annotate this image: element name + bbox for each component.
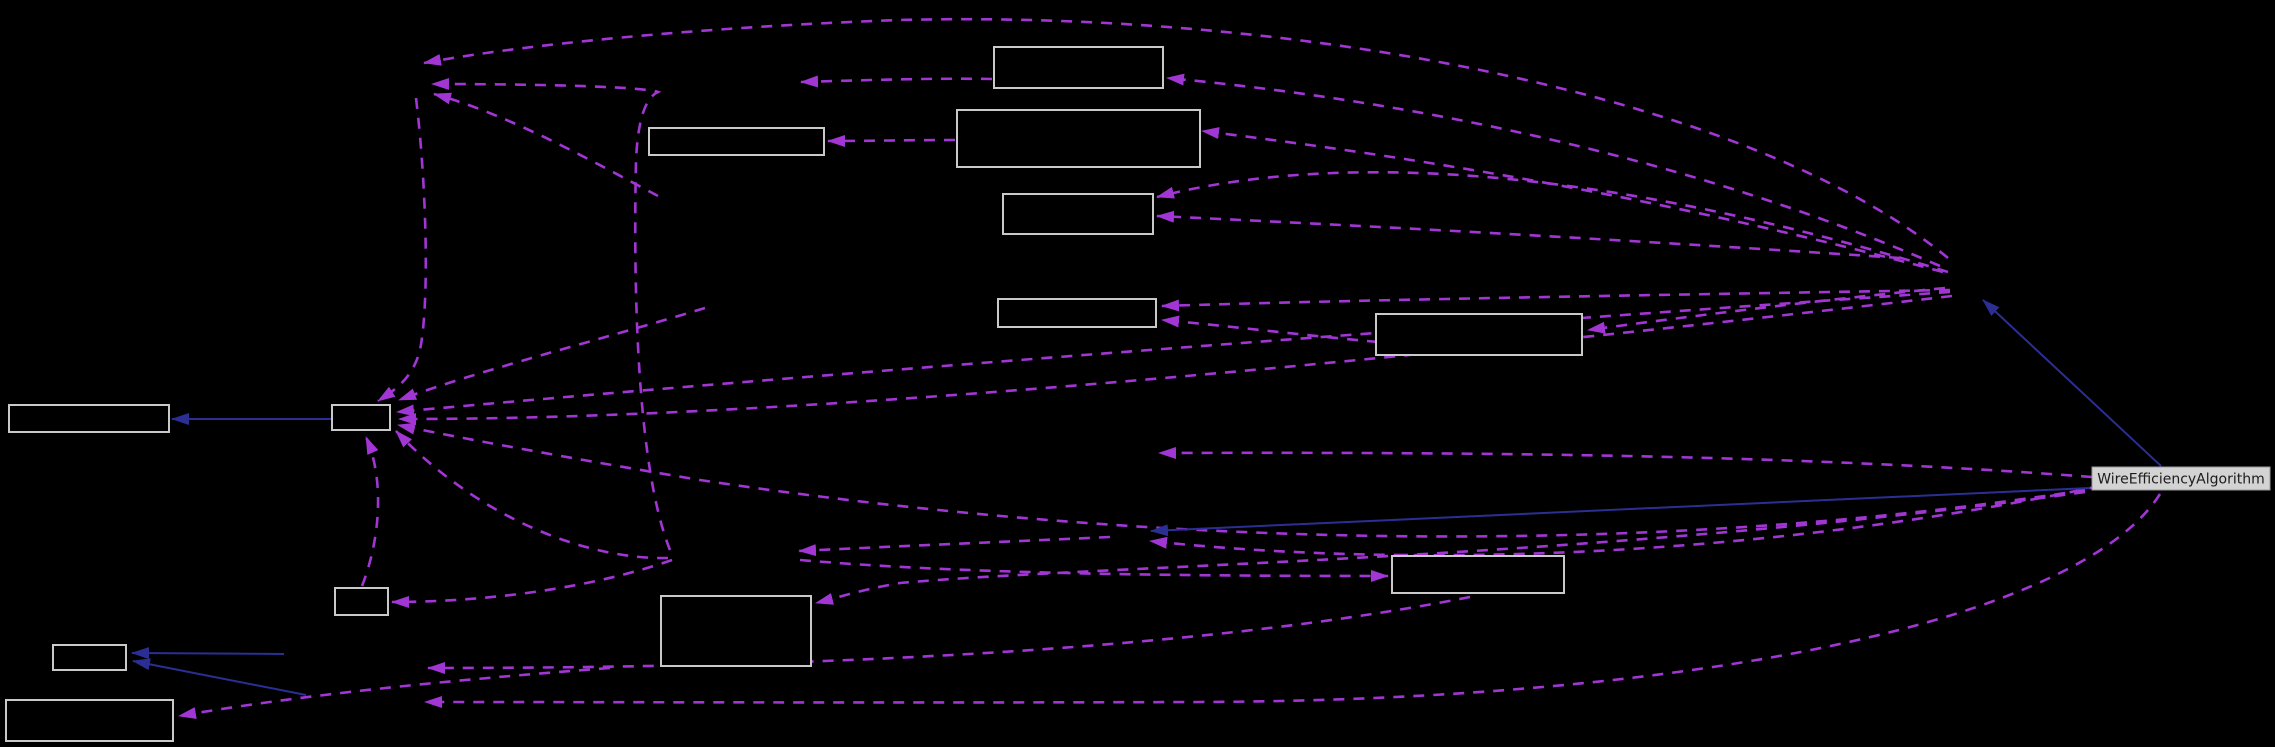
diagram-node-node-2[interactable] xyxy=(956,109,1201,168)
diagram-node-node-8[interactable] xyxy=(331,404,391,431)
graph-edge-e-node2-node3 xyxy=(827,134,956,147)
diagram-node-node-7[interactable] xyxy=(8,404,170,433)
graph-edge-e-to-node13 xyxy=(178,666,611,720)
graph-edge-e-node1-left xyxy=(800,75,993,88)
graph-edge-e-node12-a xyxy=(131,647,285,660)
graph-edge-e-label-base xyxy=(1982,299,2162,467)
graph-edge-e-label-west xyxy=(1150,487,2091,537)
graph-edge-e-bottom-long-a xyxy=(427,595,1471,674)
graph-edge-e-to-junction xyxy=(798,535,1111,557)
diagram-node-node-4[interactable] xyxy=(1002,193,1154,235)
label-node-box[interactable] xyxy=(2091,466,2271,491)
graph-edge-e-to-node10 xyxy=(815,490,2086,605)
graph-edge-e-to-node1 xyxy=(1166,73,1941,268)
diagram-node-node-1[interactable] xyxy=(993,46,1164,89)
graph-edge-e-bottom-long-b xyxy=(424,493,2162,709)
graph-edge-e-label-corridor xyxy=(1149,484,2101,557)
graph-edge-e-arc-to-hub xyxy=(377,97,428,403)
graph-edge-e-to-node5-a xyxy=(1161,288,1951,312)
graph-edge-e-to-node4-a xyxy=(1156,170,1949,274)
diagram-node-node-12[interactable] xyxy=(52,644,127,671)
label-node-text: WireEfficiencyAlgorithm xyxy=(2097,472,2265,488)
graph-edge-e-node12-b xyxy=(132,658,307,696)
diagram-node-node-10[interactable] xyxy=(660,595,812,667)
graph-edge-e-vertical-spine xyxy=(431,78,672,551)
graph-edge-e-to-node2 xyxy=(1201,127,1944,274)
graph-edge-e-diag-topleft xyxy=(433,92,659,198)
graph-edge-e-to-node4-b xyxy=(1156,210,1901,260)
diagram-node-node-3[interactable] xyxy=(648,127,825,156)
graph-edge-e-to-node9 xyxy=(391,558,673,608)
graph-edge-e-node9-hub xyxy=(360,436,380,587)
label-node-group[interactable]: WireEfficiencyAlgorithm xyxy=(2091,466,2271,491)
graph-edge-e-to-hub-se xyxy=(397,422,2086,538)
graph-edge-e-label-mid xyxy=(1158,446,2093,479)
graph-edge-e-junction-hub xyxy=(395,430,669,560)
diagram-node-node-11[interactable] xyxy=(1391,555,1565,594)
graph-edge-e-to-hub-long-b xyxy=(398,294,1953,426)
graph-edge-e-to-node6 xyxy=(1587,286,1946,334)
diagram-node-node-13[interactable] xyxy=(5,699,174,742)
diagram-node-node-6[interactable] xyxy=(1375,313,1583,356)
graph-edge-e-to-hub-ne xyxy=(398,306,706,402)
diagram-node-node-5[interactable] xyxy=(997,298,1157,328)
graph-edge-e-to-hub-long-a xyxy=(396,290,1951,417)
graph-edge-e-to-node11 xyxy=(799,558,1389,582)
graph-edge-e-to-node5-b xyxy=(1161,315,1379,344)
diagram-node-node-9[interactable] xyxy=(334,587,389,616)
